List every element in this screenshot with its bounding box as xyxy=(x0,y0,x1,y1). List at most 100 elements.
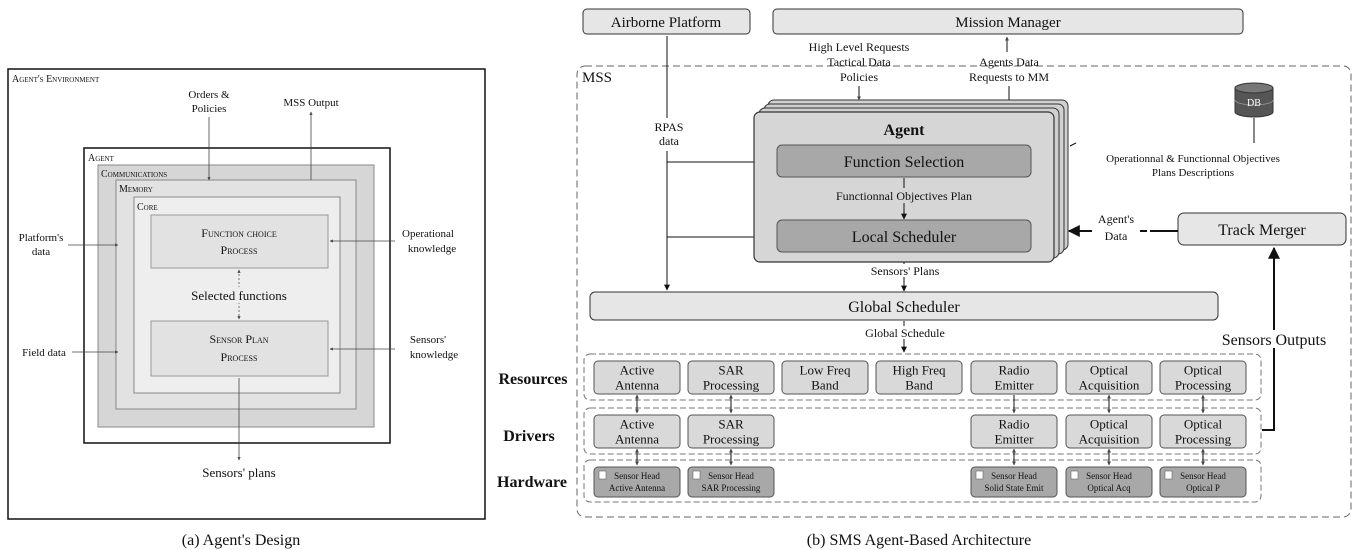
hardware-2-line-2: Solid State Emit xyxy=(984,483,1044,493)
selected-functions-label: Selected functions xyxy=(191,288,287,303)
chip-icon xyxy=(598,470,607,480)
resource-0-line-2: Antenna xyxy=(615,378,659,393)
hardware-row xyxy=(583,459,1262,503)
sensor-plan-line2: Process xyxy=(221,350,258,364)
memory-label: Memory xyxy=(119,184,153,195)
field-data-label: Field data xyxy=(22,347,66,359)
resource-5-line-1: Optical xyxy=(1090,363,1129,378)
operational-line2: knowledge xyxy=(408,243,456,255)
agent-title: Agent xyxy=(884,122,926,139)
mss-output-label: MSS Output xyxy=(283,97,338,109)
resource-3-line-2: Band xyxy=(905,378,933,393)
sensors-knowledge-line1: Sensors' xyxy=(410,334,446,346)
hardware-3-line-1: Sensor Head xyxy=(1086,471,1132,481)
resource-1-box xyxy=(687,360,775,395)
airborne-platform-label: Airborne Platform xyxy=(611,15,722,31)
orders-line2: Policies xyxy=(192,103,227,115)
function-choice-process xyxy=(150,214,329,269)
orders-line1: Orders & xyxy=(188,89,230,101)
agents-data-line1: Agents Data xyxy=(979,55,1039,69)
platform-data-line1: Platform's xyxy=(19,232,64,244)
operational-line1: Operational xyxy=(402,228,454,240)
resource-5-line-2: Acquisition xyxy=(1079,378,1140,393)
chip-icon xyxy=(975,470,984,480)
resource-3-box xyxy=(875,360,963,395)
database-icon: DB xyxy=(1234,82,1274,118)
agents-data-line2: Requests to MM xyxy=(969,70,1049,84)
track-merger-box xyxy=(1177,212,1347,246)
environment-label: Agent's Environment xyxy=(12,74,100,85)
hardware-1-box xyxy=(687,466,775,498)
global-scheduler-box xyxy=(589,291,1219,321)
resource-0-box xyxy=(593,360,681,395)
communications-label: Communications xyxy=(101,169,167,180)
function-choice-line1: Function choice xyxy=(201,226,277,240)
sensor-plan-process xyxy=(150,320,329,377)
local-scheduler-label: Local Scheduler xyxy=(852,229,957,246)
hardware-2-line-1: Sensor Head xyxy=(991,471,1037,481)
caption-a: (a) Agent's Design xyxy=(182,532,300,549)
resources-label: Resources xyxy=(498,371,567,388)
resource-1-line-1: SAR xyxy=(718,363,744,378)
sensors-plans-label: Sensors' plans xyxy=(202,465,275,480)
sensors-knowledge-line2: knowledge xyxy=(410,349,458,361)
driver-4-box xyxy=(1159,414,1247,449)
sensors-outputs-line xyxy=(1262,246,1280,431)
chip-icon xyxy=(1070,470,1079,480)
panel-a: Agent's Environment Agent Communications… xyxy=(7,68,486,549)
high-level-line1: High Level Requests xyxy=(809,40,910,54)
hardware-1-line-1: Sensor Head xyxy=(708,471,754,481)
resource-2-box xyxy=(781,360,869,395)
objectives-line2: Plans Descriptions xyxy=(1152,167,1234,179)
platform-data-line2: data xyxy=(32,246,50,258)
local-scheduler-box xyxy=(776,219,1032,253)
driver-3-line-2: Acquisition xyxy=(1079,432,1140,447)
resource-5-box xyxy=(1065,360,1153,395)
track-merger-label: Track Merger xyxy=(1218,222,1306,239)
driver-0-box xyxy=(593,414,681,449)
drivers-group: ActiveAntennaSARProcessingRadioEmitterOp… xyxy=(593,414,1247,449)
driver-2-box xyxy=(970,414,1058,449)
rpas-line2: data xyxy=(659,134,680,148)
chip-icon xyxy=(1164,470,1173,480)
drivers-row xyxy=(583,407,1262,455)
mss-label: MSS xyxy=(582,70,612,86)
agents-data-b-line2-front: Data xyxy=(1105,229,1128,243)
driver-2-line-2: Emitter xyxy=(995,432,1035,447)
resource-2-line-1: Low Freq xyxy=(800,363,851,378)
driver-4-line-2: Processing xyxy=(1175,432,1232,447)
resource-4-line-1: Radio xyxy=(998,363,1029,378)
sensor-plan-line1: Sensor Plan xyxy=(209,332,268,346)
driver-1-line-1: SAR xyxy=(718,417,744,432)
resources-row xyxy=(583,353,1262,401)
func-obj-plan-label: Functionnal Objectives Plan xyxy=(836,189,972,203)
caption-b: (b) SMS Agent-Based Architecture xyxy=(807,532,1031,549)
driver-0-line-2: Antenna xyxy=(615,432,659,447)
resource-4-line-2: Emitter xyxy=(995,378,1035,393)
hardware-label: Hardware xyxy=(497,474,567,491)
driver-0-line-1: Active xyxy=(620,417,655,432)
function-selection-label: Function Selection xyxy=(844,154,964,171)
hardware-4-line-2: Optical P xyxy=(1186,483,1220,493)
function-selection-box xyxy=(776,144,1032,178)
resource-2-line-2: Band xyxy=(811,378,839,393)
high-level-line2: Tactical Data xyxy=(827,55,891,69)
objectives-line1: Operationnal & Functionnal Objectives xyxy=(1106,153,1280,165)
drivers-label: Drivers xyxy=(503,428,555,445)
hardware-0-line-1: Sensor Head xyxy=(614,471,660,481)
